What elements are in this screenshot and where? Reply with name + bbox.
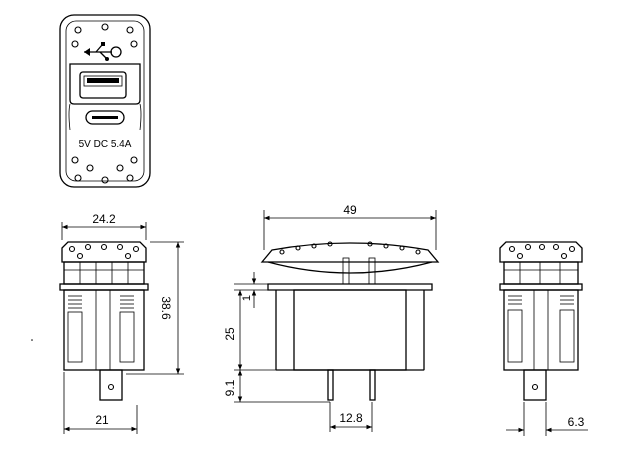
dim-bottom-width-label: 21 xyxy=(95,413,109,427)
front-top-dots xyxy=(71,23,138,48)
dimension-height: 38.6 xyxy=(126,241,184,375)
dim-height-label: 38.6 xyxy=(159,296,173,320)
dimension-top-width: 24.2 xyxy=(61,212,147,240)
side-view-center xyxy=(260,241,440,401)
dim-body-depth-label: 25 xyxy=(223,327,237,341)
dimension-bottom-width: 21 xyxy=(63,372,138,434)
dim-overall-width-label: 49 xyxy=(343,203,357,217)
rating-label: 5V DC 5.4A xyxy=(79,139,132,150)
dimension-terminal-spacing: 12.8 xyxy=(329,402,373,432)
dimension-flange: 1 xyxy=(234,272,268,308)
front-bottom-dots xyxy=(71,156,138,184)
usb-a-port xyxy=(79,71,127,99)
side-view-right xyxy=(499,241,583,401)
dim-flange-label: 1 xyxy=(241,295,253,301)
dim-terminal-width-label: 6.3 xyxy=(568,415,585,429)
dim-top-width-label: 24.2 xyxy=(92,212,116,226)
dimension-terminal-length: 9.1 xyxy=(223,370,330,403)
side-view-left xyxy=(59,241,149,401)
front-view: 5V DC 5.4A xyxy=(59,14,151,188)
usb-c-port xyxy=(85,110,125,125)
dimension-terminal-width: 6.3 xyxy=(506,402,588,436)
usb-symbol-icon xyxy=(84,42,122,61)
dim-terminal-spacing-label: 12.8 xyxy=(339,411,363,425)
dimension-overall-width: 49 xyxy=(263,203,437,250)
dim-terminal-length-label: 9.1 xyxy=(223,379,237,396)
